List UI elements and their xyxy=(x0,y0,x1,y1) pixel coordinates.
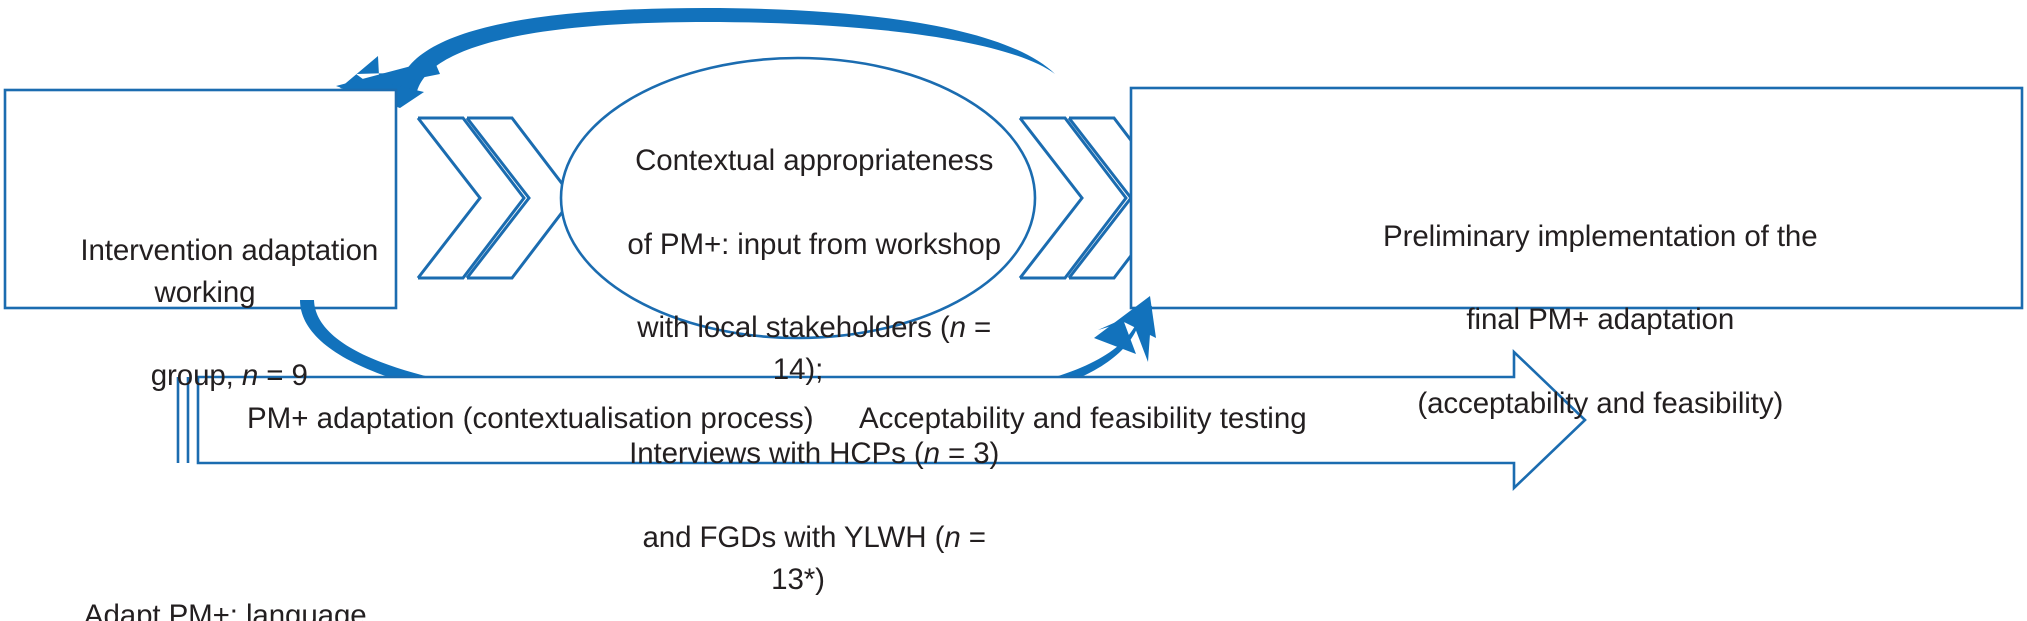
left-box-p1-l2-italic: n xyxy=(241,359,259,393)
left-box-paragraph-2: Adapt PM+: language, content and deliver… xyxy=(10,553,400,621)
left-box-paragraph-1: Intervention adaptation working group, n… xyxy=(10,188,400,439)
ellipse-l4-post: = 3) xyxy=(939,437,1000,470)
ellipse-l4-pre: Interviews with HCPs ( xyxy=(629,437,924,470)
right-box-paragraph-1: Preliminary implementation of the final … xyxy=(1131,174,2021,467)
left-box-p1-l2-post: = 9 xyxy=(258,359,308,393)
right-box-paragraph-2: 70# YLWH assigned to receive adapted PM+… xyxy=(1131,583,2021,621)
ellipse-l5-italic: n xyxy=(944,520,961,554)
ellipse-l3-post: = 14); xyxy=(772,311,1000,387)
ellipse-l5-pre: and FGDs with YLWH ( xyxy=(642,520,945,554)
right-box-content: Preliminary implementation of the final … xyxy=(1131,90,2021,621)
left-box-p2-l1: Adapt PM+: language, content and xyxy=(83,598,375,621)
chevrons-left-to-ellipse xyxy=(416,116,575,280)
ellipse-l3-italic: n xyxy=(949,311,966,345)
right-box-p1-l3: (acceptability and feasibility) xyxy=(1417,387,1784,421)
left-box-p1-l1: Intervention adaptation working xyxy=(80,233,387,309)
ellipse-l1: Contextual appropriateness xyxy=(635,143,994,177)
ellipse-content: Contextual appropriateness of PM+: input… xyxy=(588,98,1008,621)
right-box-p1-l2: final PM+ adaptation xyxy=(1466,303,1735,337)
left-box-content: Intervention adaptation working group, n… xyxy=(10,104,400,621)
ellipse-l2: of PM+: input from workshop xyxy=(627,227,1001,261)
right-box-p1-l1: Preliminary implementation of the xyxy=(1383,219,1818,253)
left-box-p1-l2-pre: group, xyxy=(150,359,242,393)
ellipse-l3-pre: with local stakeholders ( xyxy=(637,311,950,345)
banner-label-testing: Acceptability and feasibility testing xyxy=(859,402,1307,435)
ellipse-l5-post: = 13*) xyxy=(771,520,994,596)
feedback-arc-top xyxy=(336,8,1055,108)
banner-label-adaptation: PM+ adaptation (contextualisation proces… xyxy=(247,402,814,435)
ellipse-l4-italic: n xyxy=(923,437,940,470)
